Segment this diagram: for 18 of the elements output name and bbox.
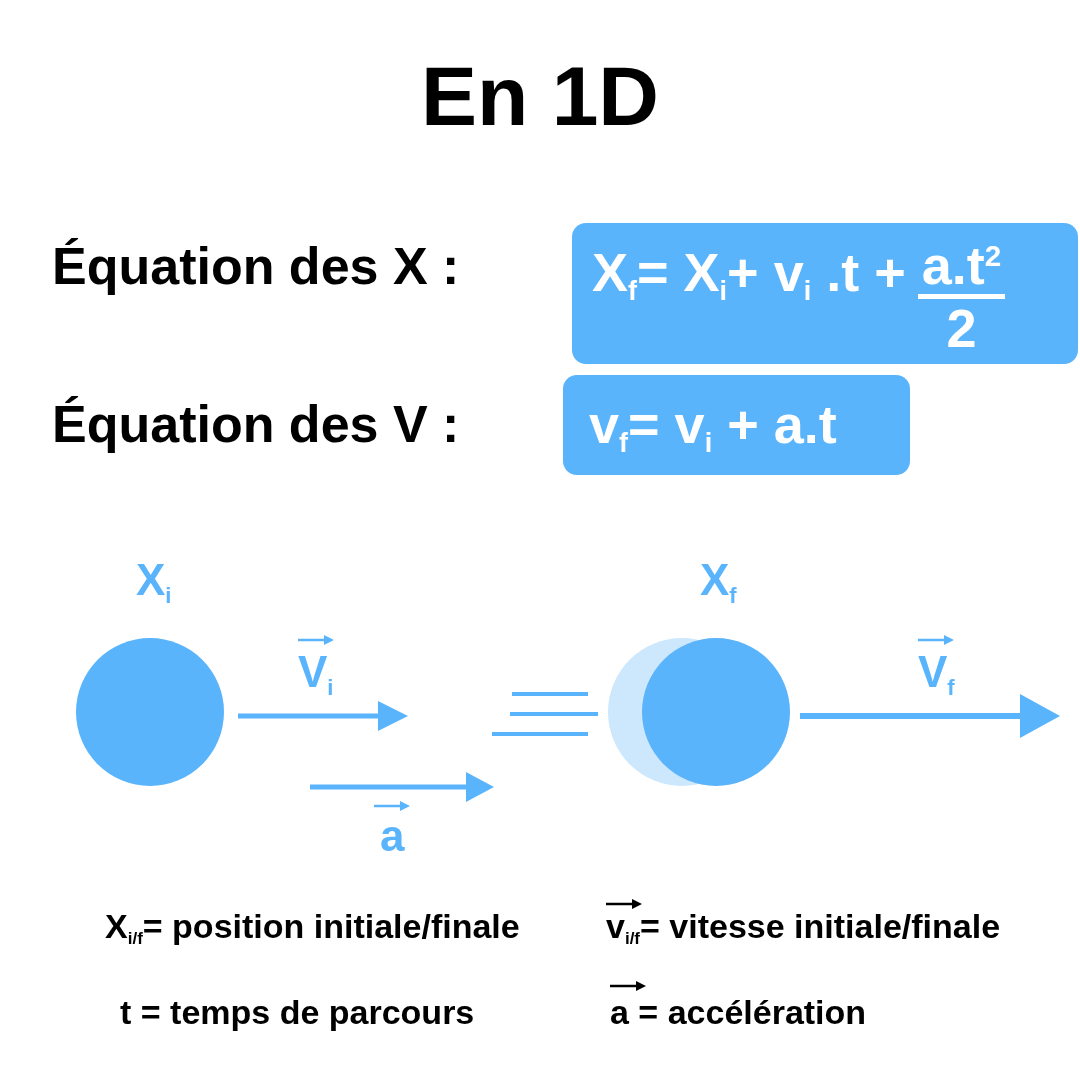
label: V$_{i}$: [298, 648, 334, 700]
title: En 1D: [420, 48, 660, 145]
label: Équation des V :: [52, 396, 460, 454]
fraction-denominator: 2: [946, 298, 977, 359]
label: X$_{i}$: [136, 556, 172, 608]
label: a: [380, 812, 405, 861]
label: Équation des X :: [52, 238, 460, 296]
formula-text: X$_{f}$= X$_{i}$+ v$_{i}$ .t +: [592, 241, 906, 308]
label: a = accélération: [610, 994, 867, 1032]
label: X$_{f}$: [700, 556, 737, 608]
label: v$_{i/f}$= vitesse initiale/finale: [606, 908, 1001, 949]
formula-box: [572, 223, 1078, 364]
formula-box: [563, 375, 910, 475]
fraction-numerator: a.t$^{2}$: [917, 237, 1006, 299]
label: X$_{i/f}$= position initiale/finale: [105, 908, 520, 949]
label: V$_{f}$: [918, 648, 955, 700]
formula-text: v$_{f}$= v$_{i}$ + a.t: [589, 393, 837, 460]
label: t = temps de parcours: [120, 994, 475, 1032]
